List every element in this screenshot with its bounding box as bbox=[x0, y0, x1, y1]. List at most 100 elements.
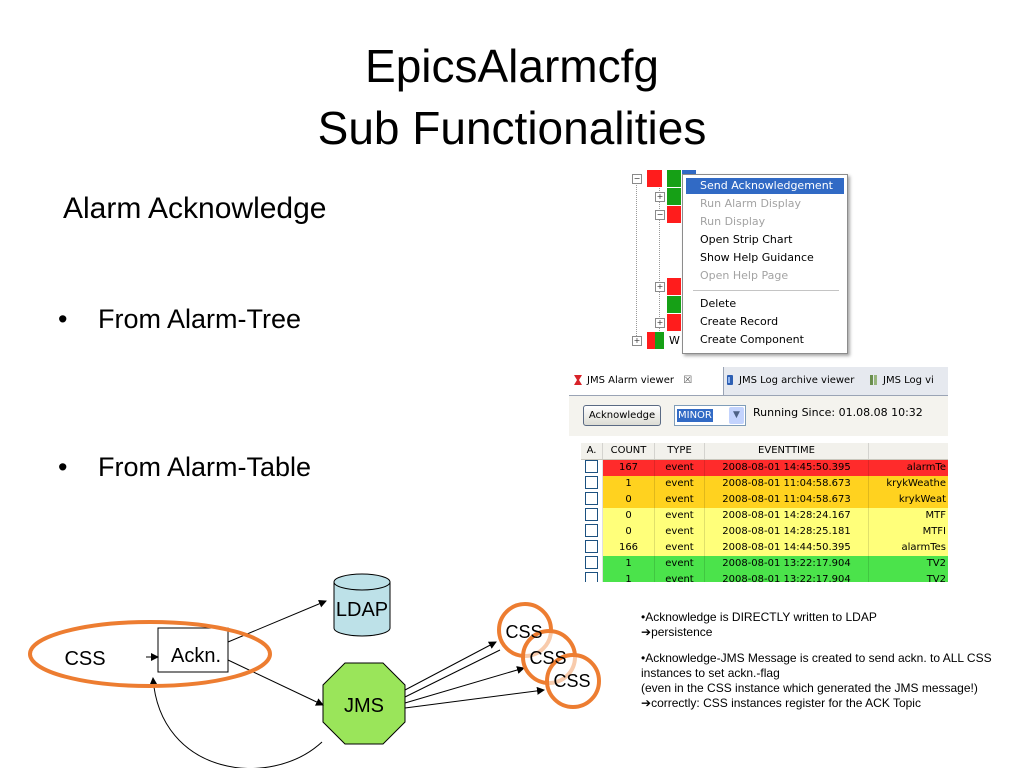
bullet-text: From Alarm-Tree bbox=[98, 304, 302, 334]
collapse-icon[interactable]: − bbox=[632, 174, 642, 184]
bullet-text: From Alarm-Table bbox=[98, 452, 312, 482]
expand-icon[interactable]: + bbox=[655, 282, 665, 292]
arrow-ackn-to-ldap bbox=[227, 600, 327, 643]
ack-cell bbox=[581, 492, 603, 508]
ack-cell bbox=[581, 460, 603, 476]
menu-item-run-alarm-display[interactable]: Run Alarm Display bbox=[700, 197, 801, 210]
cell-time: 2008-08-01 14:28:24.167 bbox=[705, 508, 869, 524]
severity-select[interactable]: MINOR ▼ bbox=[674, 405, 746, 426]
cell-time: 2008-08-01 11:04:58.673 bbox=[705, 476, 869, 492]
tree-line bbox=[659, 181, 660, 331]
right-arrow-icon: ➔ bbox=[641, 625, 652, 639]
css-highlight-ellipse bbox=[28, 620, 272, 688]
ack-checkbox[interactable] bbox=[585, 572, 598, 582]
ack-cell bbox=[581, 540, 603, 556]
ack-checkbox[interactable] bbox=[585, 460, 598, 473]
cell-time: 2008-08-01 13:22:17.904 bbox=[705, 572, 869, 582]
note-jms-line3: correctly: CSS instances register for th… bbox=[651, 696, 921, 710]
alarm-status-red-icon bbox=[667, 206, 681, 223]
ack-flow-diagram: LDAP JMS Ackn. CSS CSS CSS CSS bbox=[0, 560, 620, 769]
css-instance-label: CSS bbox=[553, 671, 590, 691]
cell-time: 2008-08-01 11:04:58.673 bbox=[705, 492, 869, 508]
collapse-icon[interactable]: − bbox=[655, 210, 665, 220]
column-header-count[interactable]: COUNT bbox=[603, 443, 655, 459]
cell-count: 167 bbox=[603, 460, 655, 476]
column-header-name[interactable] bbox=[869, 443, 948, 459]
ack-cell bbox=[581, 524, 603, 540]
css-instance-label: CSS bbox=[505, 622, 542, 642]
ack-cell bbox=[581, 556, 603, 572]
expand-icon[interactable]: + bbox=[655, 318, 665, 328]
ackn-box bbox=[157, 627, 229, 673]
menu-item-show-help-guidance[interactable]: Show Help Guidance bbox=[700, 251, 814, 264]
cell-type: event bbox=[655, 524, 705, 540]
cell-name: alarmTe bbox=[869, 460, 948, 476]
tab-jms-log-archive-viewer[interactable]: JMS Log archive viewer bbox=[721, 367, 865, 395]
bullet-alarm-table: •From Alarm-Table bbox=[58, 452, 311, 483]
menu-item-open-help-page[interactable]: Open Help Page bbox=[700, 269, 789, 282]
cell-type: event bbox=[655, 492, 705, 508]
cell-count: 1 bbox=[603, 572, 655, 582]
expand-icon[interactable]: + bbox=[632, 336, 642, 346]
ack-cell bbox=[581, 508, 603, 524]
tab-jms-alarm-viewer[interactable]: JMS Alarm viewer ☒ bbox=[569, 367, 724, 395]
expand-icon[interactable]: + bbox=[655, 192, 665, 202]
note-jms-line2: (even in the CSS instance which generate… bbox=[641, 681, 978, 695]
bullet-dot: • bbox=[58, 304, 68, 334]
ack-checkbox[interactable] bbox=[585, 524, 598, 537]
note-ldap-line1: •Acknowledge is DIRECTLY written to LDAP bbox=[641, 610, 877, 624]
table-header: A. COUNT TYPE EVENTTIME bbox=[581, 443, 948, 460]
cell-count: 166 bbox=[603, 540, 655, 556]
close-icon[interactable]: ☒ bbox=[683, 375, 693, 386]
menu-separator bbox=[693, 290, 839, 291]
cell-name: MTFI bbox=[869, 524, 948, 540]
alarm-viewer-icon bbox=[574, 375, 582, 385]
ack-checkbox[interactable] bbox=[585, 492, 598, 505]
slide-title-line1: EpicsAlarmcfg bbox=[365, 40, 659, 92]
column-header-eventtime[interactable]: EVENTTIME bbox=[705, 443, 869, 459]
tab-jms-log-viewer[interactable]: JMS Log vi bbox=[865, 367, 948, 395]
menu-item-open-strip-chart[interactable]: Open Strip Chart bbox=[700, 233, 793, 246]
chevron-down-icon[interactable]: ▼ bbox=[729, 407, 744, 424]
acknowledge-button[interactable]: Acknowledge bbox=[583, 405, 661, 426]
column-header-ack[interactable]: A. bbox=[581, 443, 603, 459]
cell-count: 1 bbox=[603, 476, 655, 492]
ack-checkbox[interactable] bbox=[585, 508, 598, 521]
right-arrow-icon: ➔ bbox=[641, 696, 652, 710]
cell-name: MTF bbox=[869, 508, 948, 524]
menu-item-send-acknowledgement[interactable]: Send Acknowledgement bbox=[686, 178, 844, 194]
note-jms-line1: •Acknowledge-JMS Message is created to s… bbox=[641, 651, 992, 680]
menu-item-run-display[interactable]: Run Display bbox=[700, 215, 766, 228]
cell-name: TV2 bbox=[869, 556, 948, 572]
menu-item-create-component[interactable]: Create Component bbox=[700, 333, 804, 346]
arrow-jms-back-to-css bbox=[149, 677, 323, 769]
tab-label: JMS Alarm viewer bbox=[587, 375, 674, 386]
css-instance-label: CSS bbox=[529, 648, 566, 668]
tree-node-label[interactable]: W bbox=[669, 334, 680, 347]
alarm-table-window: JMS Alarm viewer ☒ JMS Log archive viewe… bbox=[569, 367, 948, 582]
view-tab-bar: JMS Alarm viewer ☒ JMS Log archive viewe… bbox=[569, 367, 948, 396]
menu-item-create-record[interactable]: Create Record bbox=[700, 315, 779, 328]
ldap-label: LDAP bbox=[336, 599, 388, 621]
note-ldap-line2: persistence bbox=[651, 625, 713, 639]
notes-panel: •Acknowledge is DIRECTLY written to LDAP… bbox=[641, 610, 1001, 722]
alarm-status-green-icon bbox=[667, 188, 681, 205]
ack-checkbox[interactable] bbox=[585, 540, 598, 553]
ack-checkbox[interactable] bbox=[585, 476, 598, 489]
ack-checkbox[interactable] bbox=[585, 556, 598, 569]
cell-time: 2008-08-01 14:45:50.395 bbox=[705, 460, 869, 476]
cell-time: 2008-08-01 14:44:50.395 bbox=[705, 540, 869, 556]
arrow-ackn-to-jms bbox=[227, 659, 324, 706]
cell-type: event bbox=[655, 556, 705, 572]
column-header-type[interactable]: TYPE bbox=[655, 443, 705, 459]
cell-name: krykWeathe bbox=[869, 476, 948, 492]
menu-item-delete[interactable]: Delete bbox=[700, 297, 737, 310]
